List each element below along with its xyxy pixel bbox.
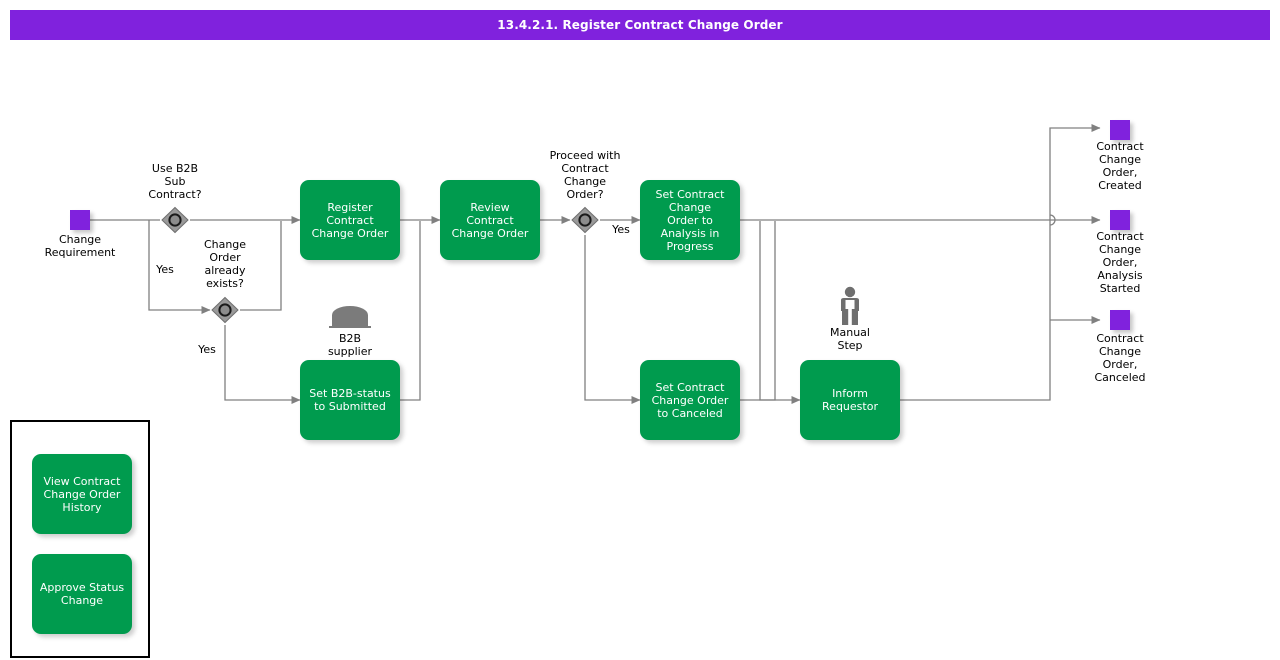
flow-canceled-up-merge — [740, 221, 776, 401]
annotation-b2b-supplier-label: B2B supplier — [327, 332, 373, 358]
end-event-contract-change-order-analysis-started-label: Contract Change Order, Analysis Started — [1096, 230, 1144, 295]
legend-item-view-contract-change-order-history[interactable]: View Contract Change Order History — [32, 454, 132, 534]
gateway-proceed-with-contract-change-order-label: Proceed with Contract Change Order? — [549, 149, 621, 201]
page-title: 13.4.2.1. Register Contract Change Order — [497, 18, 783, 32]
page-title-bar: 13.4.2.1. Register Contract Change Order — [10, 10, 1270, 40]
gateway-change-order-already-exists-label: Change Order already exists? — [203, 238, 247, 290]
gateway-proceed-with-contract-change-order[interactable] — [570, 205, 600, 235]
start-event-change-requirement[interactable] — [70, 210, 90, 230]
flow-set-b2b-to-review-merge — [400, 221, 421, 401]
end-event-contract-change-order-analysis-started[interactable] — [1110, 210, 1130, 230]
flow-label-yes-change-order-exists: Yes — [198, 343, 216, 356]
flow-label-yes-use-b2b: Yes — [156, 263, 174, 276]
end-event-contract-change-order-created-label: Contract Change Order, Created — [1096, 140, 1144, 192]
flow-gw-proceed-to-canceled — [584, 235, 641, 404]
task-set-contract-change-order-to-analysis-in-progress[interactable]: Set Contract Change Order to Analysis in… — [640, 180, 740, 260]
flow-gw-exists-yes-to-set-b2b — [224, 325, 301, 404]
line-jump-hop — [1049, 214, 1056, 226]
related-actions-box: View Contract Change Order History Appro… — [10, 420, 150, 658]
end-event-contract-change-order-canceled-label: Contract Change Order, Canceled — [1094, 332, 1146, 384]
end-event-contract-change-order-canceled[interactable] — [1110, 310, 1130, 330]
flow-to-inform-requestor — [759, 221, 801, 404]
task-inform-requestor[interactable]: Inform Requestor — [800, 360, 900, 440]
annotation-manual-step-label: Manual Step — [830, 326, 870, 352]
system-lane-icon — [329, 306, 371, 328]
task-register-contract-change-order[interactable]: Register Contract Change Order — [300, 180, 400, 260]
task-set-b2b-status-to-submitted[interactable]: Set B2B-status to Submitted — [300, 360, 400, 440]
person-icon — [841, 286, 859, 325]
end-event-contract-change-order-created[interactable] — [1110, 120, 1130, 140]
legend-item-approve-status-change[interactable]: Approve Status Change — [32, 554, 132, 634]
task-set-contract-change-order-to-canceled[interactable]: Set Contract Change Order to Canceled — [640, 360, 740, 440]
start-event-change-requirement-label: Change Requirement — [44, 233, 116, 259]
gateway-use-b2b-sub-contract[interactable] — [160, 205, 190, 235]
gateway-use-b2b-sub-contract-label: Use B2B Sub Contract? — [148, 162, 202, 201]
flow-inform-to-trunk-created — [900, 124, 1101, 401]
flow-label-yes-proceed: Yes — [612, 223, 630, 236]
task-review-contract-change-order[interactable]: Review Contract Change Order — [440, 180, 540, 260]
gateway-change-order-already-exists[interactable] — [210, 295, 240, 325]
